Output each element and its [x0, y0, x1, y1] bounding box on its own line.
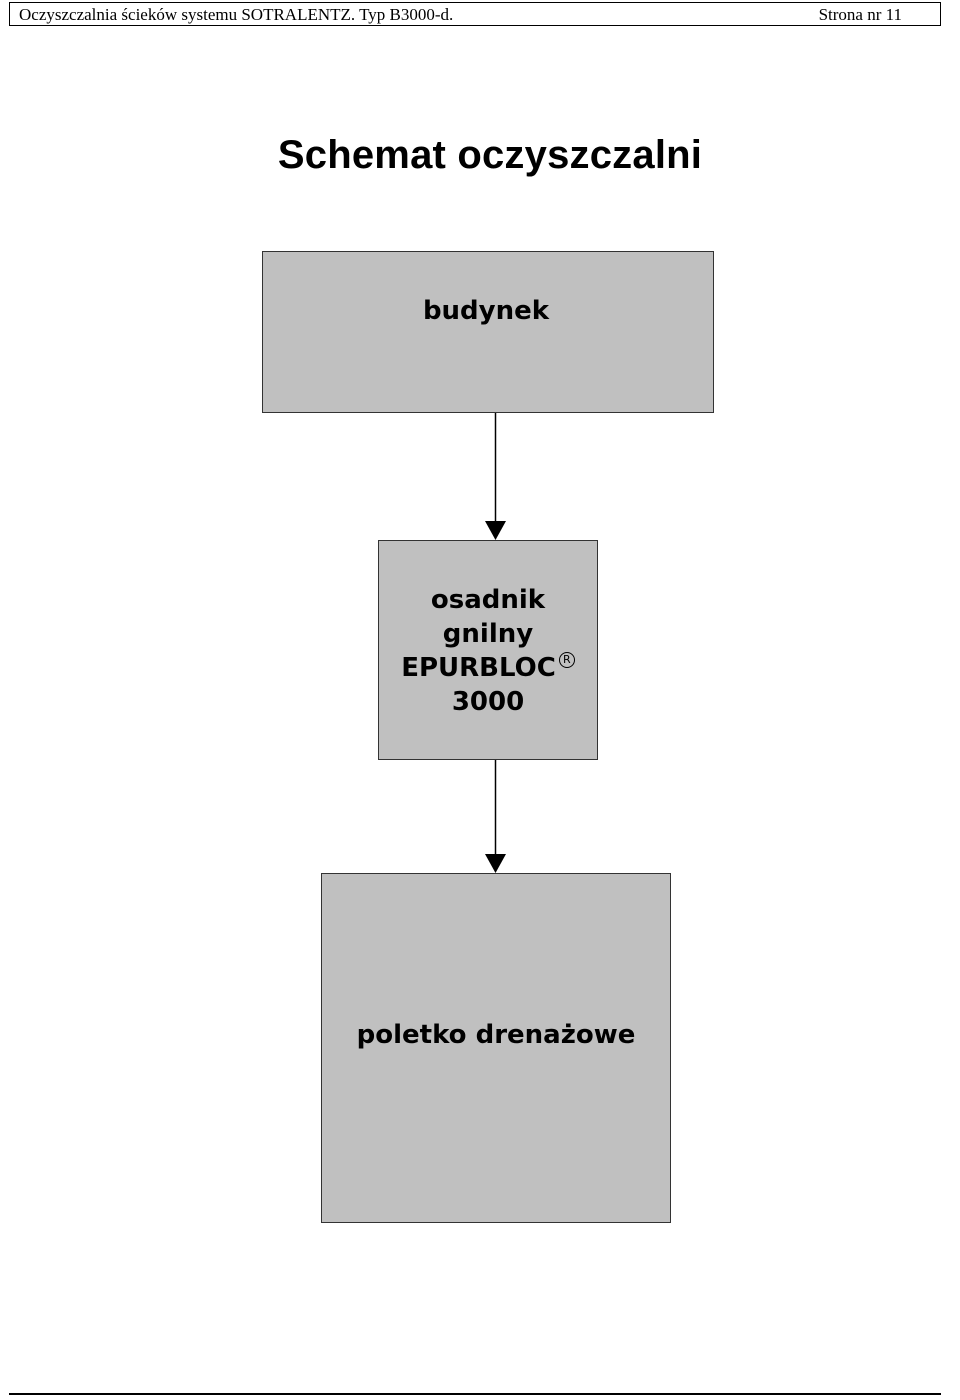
footer-rule: [9, 1393, 941, 1395]
tank-label-line-1: osadnik: [430, 585, 546, 615]
document-title: Oczyszczalnia ścieków systemu SOTRALENTZ…: [19, 4, 454, 24]
drainage-field-node: poletko drenażowe: [321, 873, 671, 1223]
page-header: Oczyszczalnia ścieków systemu SOTRALENTZ…: [9, 2, 941, 26]
drainage-field-label: poletko drenażowe: [356, 1020, 636, 1050]
building-node: budynek: [262, 251, 714, 413]
page-title: Schemat oczyszczalni: [277, 133, 703, 177]
tank-label-line-4: 3000: [451, 687, 525, 717]
arrow-tank-to-field: [485, 760, 506, 873]
registered-mark: R: [558, 652, 575, 668]
page-number: Strona nr 11: [818, 4, 902, 24]
tank-label-line-2: gnilny: [442, 619, 534, 649]
building-label: budynek: [422, 296, 550, 326]
tank-product-name: EPURBLOC: [401, 653, 556, 683]
arrow-building-to-tank: [485, 413, 506, 540]
